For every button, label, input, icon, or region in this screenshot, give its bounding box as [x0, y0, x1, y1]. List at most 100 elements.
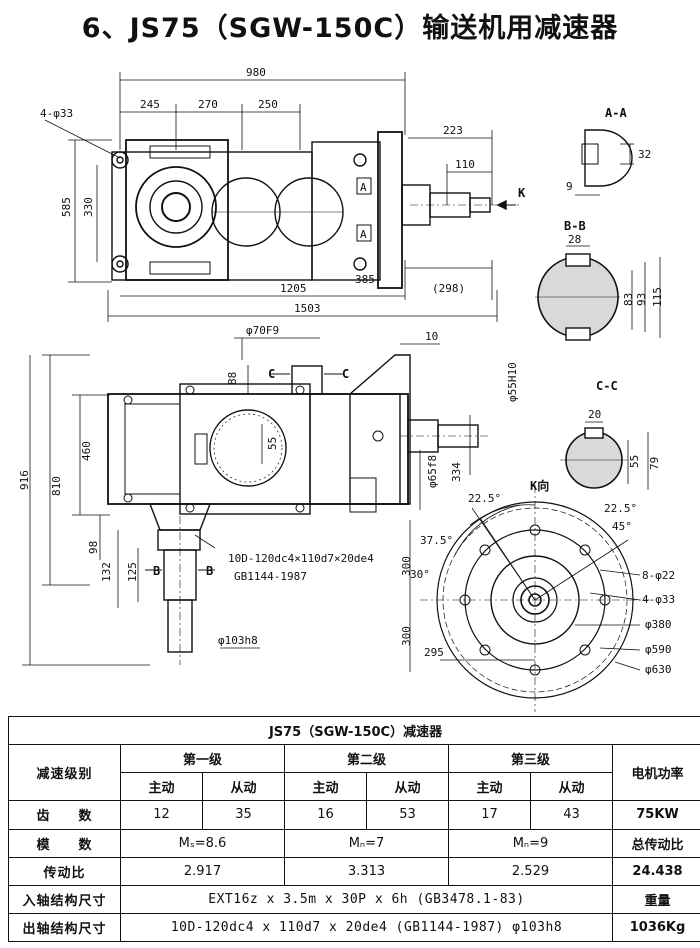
spline-note: 10D-120dc4×110d7×20de4	[228, 552, 374, 565]
section-c-c-label: C-C	[596, 379, 618, 393]
dim-phi590: φ590	[645, 643, 672, 656]
dim-115: 115	[651, 287, 664, 307]
teeth-s3-driven: 43	[530, 800, 613, 830]
callout-4-phi33-k: 4-φ33	[642, 593, 675, 606]
label-c-left: C	[268, 367, 275, 381]
section-b-b	[535, 245, 661, 341]
stage2-driven: 从动	[366, 772, 449, 802]
section-b-b-label: B-B	[564, 219, 586, 233]
module-s3: Mₙ=9	[448, 828, 613, 858]
weight-label: 重量	[611, 884, 700, 914]
callout-8-phi22: 8-φ22	[642, 569, 675, 582]
dim-phi70f9: φ70F9	[246, 324, 279, 337]
motor-power-value: 75KW	[611, 800, 700, 830]
engineering-drawing: 980 245 270 250 223 110 585 330 1205 385…	[18, 66, 675, 712]
dim-phi55h10: φ55H10	[506, 362, 519, 402]
stage3-driven: 从动	[530, 772, 613, 802]
input-shaft-value: EXT16z x 3.5m x 30P x 6h (GB3478.1-83)	[120, 884, 613, 914]
dim-300-lower: 300	[400, 626, 413, 646]
teeth-s2-driven: 53	[366, 800, 449, 830]
dim-810: 810	[50, 476, 63, 496]
stage2-driving: 主动	[284, 772, 367, 802]
output-shaft-label: 出轴结构尺寸	[8, 912, 121, 943]
dim-98: 98	[87, 541, 100, 554]
label-b-right: B	[206, 564, 213, 578]
output-shaft-value: 10D-120dc4 x 110d7 x 20de4 (GB1144-1987)…	[120, 912, 613, 943]
dim-1503: 1503	[294, 302, 321, 315]
ratio-s3: 2.529	[448, 856, 613, 886]
dim-28: 28	[568, 233, 581, 246]
k-view-label: K向	[530, 478, 549, 493]
dim-245: 245	[140, 98, 160, 111]
dim-9: 9	[566, 180, 573, 193]
callout-4-phi33: 4-φ33	[40, 107, 73, 120]
motor-power-label: 电机功率	[611, 744, 700, 802]
top-view	[44, 72, 520, 322]
ratio-s1: 2.917	[120, 856, 285, 886]
dim-93: 93	[635, 293, 648, 306]
dim-270: 270	[198, 98, 218, 111]
label-c-right: C	[342, 367, 349, 381]
dim-980: 980	[246, 66, 266, 79]
label-a-top: A	[360, 181, 367, 194]
dim-110: 110	[455, 158, 475, 171]
label-k: K	[518, 186, 526, 200]
dim-20: 20	[588, 408, 601, 421]
teeth-s3-driving: 17	[448, 800, 531, 830]
teeth-label: 齿 数	[8, 800, 121, 830]
angle-37-5: 37.5°	[420, 534, 453, 547]
stage1-header: 第一级	[120, 744, 285, 774]
angle-22-5-right: 22.5°	[604, 502, 637, 515]
stage3-driving: 主动	[448, 772, 531, 802]
dim-330: 330	[82, 197, 95, 217]
dim-132: 132	[100, 562, 113, 582]
dim-88: 88	[226, 372, 239, 385]
label-a-bottom: A	[360, 228, 367, 241]
module-label: 模 数	[8, 828, 121, 858]
dim-125: 125	[126, 562, 139, 582]
dim-334: 334	[450, 462, 463, 482]
total-ratio-value: 24.438	[611, 856, 700, 886]
dim-385: 385	[355, 273, 375, 286]
input-shaft-label: 入轴结构尺寸	[8, 884, 121, 914]
section-a-a	[575, 129, 634, 196]
dim-55-front: 55	[266, 437, 279, 450]
module-s1: Mₛ=8.6	[120, 828, 285, 858]
dim-916: 916	[18, 470, 31, 490]
spec-caption: JS75（SGW-150C）减速器	[7, 715, 700, 746]
teeth-s2-driving: 16	[284, 800, 367, 830]
teeth-s1-driving: 12	[120, 800, 203, 830]
dim-585: 585	[60, 197, 73, 217]
dim-295: 295	[424, 646, 444, 659]
module-s2: Mₙ=7	[284, 828, 449, 858]
dim-223: 223	[443, 124, 463, 137]
dim-79: 79	[648, 457, 661, 470]
dim-55-cc: 55	[628, 455, 641, 468]
dim-460: 460	[80, 441, 93, 461]
section-a-a-label: A-A	[605, 106, 627, 120]
dim-32: 32	[638, 148, 651, 161]
dim-10: 10	[425, 330, 438, 343]
weight-value: 1036Kg	[611, 912, 700, 943]
angle-22-5-left: 22.5°	[468, 492, 501, 505]
standard-note: GB1144-1987	[234, 570, 307, 583]
stage-label: 减速级别	[8, 744, 121, 802]
dim-298: (298)	[432, 282, 465, 295]
front-view	[22, 337, 490, 666]
dim-1205: 1205	[280, 282, 307, 295]
k-view	[409, 485, 650, 712]
page-title: 6、JS75（SGW-150C）输送机用减速器	[81, 13, 619, 44]
angle-30: 30°	[410, 568, 430, 581]
label-b-left: B	[153, 564, 160, 578]
stage2-header: 第二级	[284, 744, 449, 774]
ratio-label: 传动比	[8, 856, 121, 886]
stage1-driven: 从动	[202, 772, 285, 802]
total-ratio-label: 总传动比	[611, 828, 700, 858]
stage3-header: 第三级	[448, 744, 613, 774]
dim-300-upper: 300	[400, 556, 413, 576]
section-c-c	[560, 421, 649, 490]
stage1-driving: 主动	[120, 772, 203, 802]
ratio-s2: 3.313	[284, 856, 449, 886]
dim-phi380: φ380	[645, 618, 672, 631]
dim-phi630: φ630	[645, 663, 672, 676]
